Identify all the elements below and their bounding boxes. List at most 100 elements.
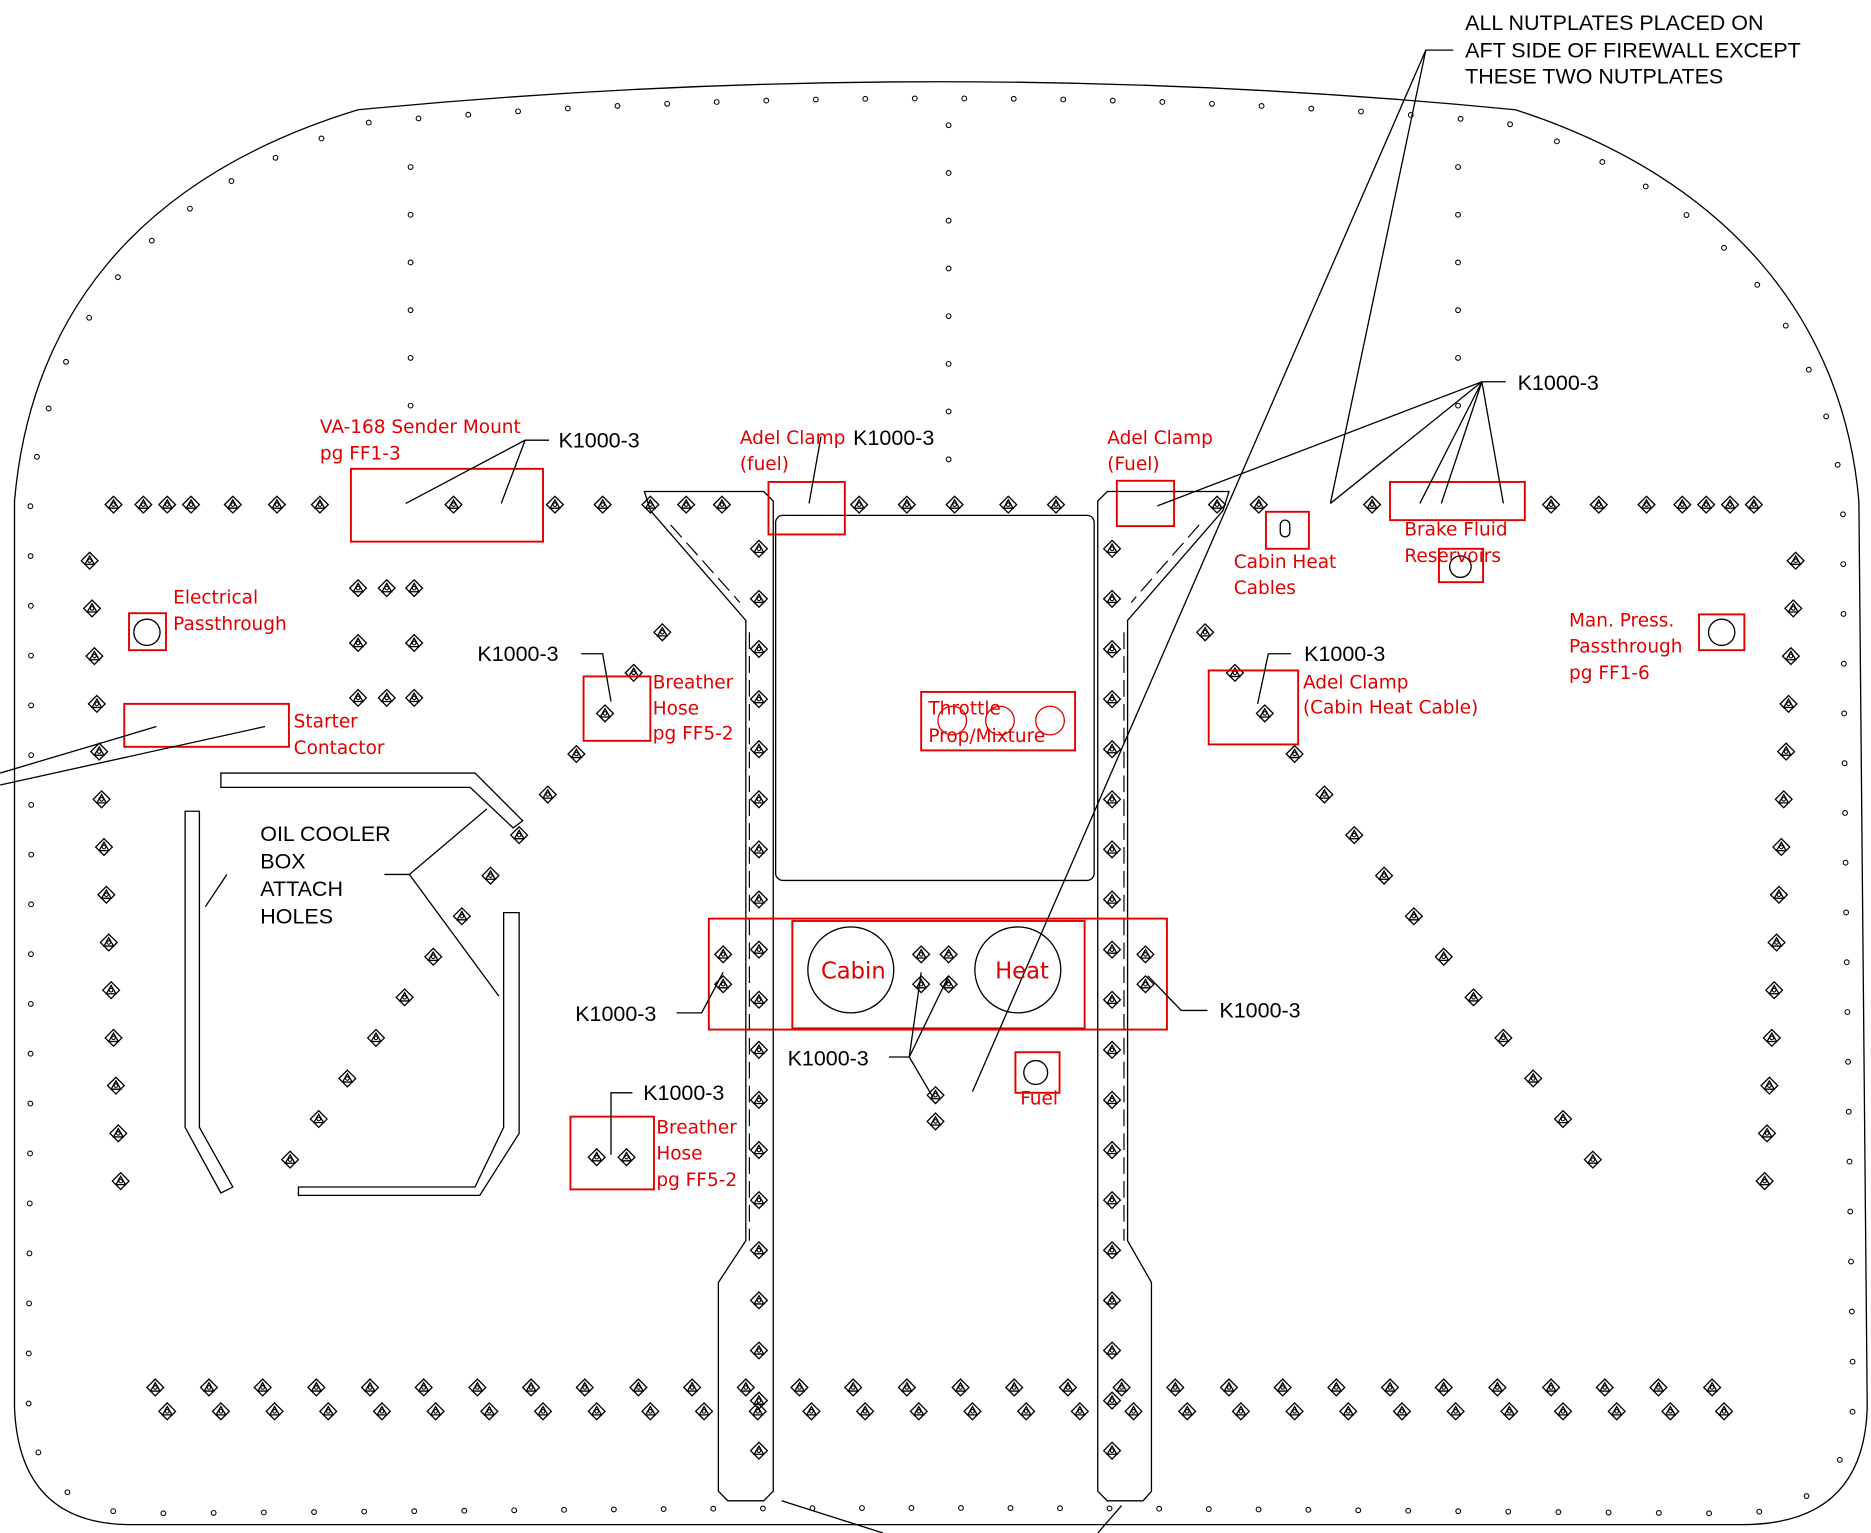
- nutplate-symbol: [1102, 739, 1122, 759]
- rivet-hole: [911, 95, 918, 102]
- nutplate-symbol: [1755, 1171, 1774, 1191]
- rivet-hole: [713, 99, 720, 105]
- adel-fuel-right-1: Adel Clamp: [1107, 428, 1213, 449]
- nutplate-symbol: [1589, 495, 1609, 514]
- rivet-hole: [1769, 1035, 1775, 1041]
- rivet-hole: [230, 502, 236, 507]
- rivet-hole: [945, 313, 952, 320]
- rivet-hole: [274, 502, 280, 507]
- nutplate-symbol: [1776, 742, 1796, 761]
- rivet-hole: [1668, 1408, 1673, 1414]
- nutplate-symbol: [348, 688, 368, 708]
- nutplate-symbol: [712, 495, 732, 514]
- rivet-hole: [636, 1385, 641, 1390]
- nutplate-symbol: [1541, 495, 1561, 514]
- rivet-hole: [1109, 897, 1115, 902]
- nutplate-symbol: [1500, 1402, 1519, 1421]
- rivet-hole: [311, 1509, 317, 1515]
- rivet-hole: [1057, 1505, 1063, 1512]
- rivet-hole: [574, 751, 579, 757]
- rivet-hole: [945, 122, 952, 129]
- nutplate-symbol: [676, 495, 696, 514]
- nutplate-symbol: [1446, 1402, 1465, 1421]
- rivet-hole: [218, 1408, 224, 1414]
- nutplate-symbol: [963, 1402, 982, 1421]
- nutplate-symbol: [749, 940, 769, 959]
- rivet-hole: [99, 796, 104, 802]
- nutplate-symbol: [736, 1378, 756, 1397]
- va168-label-2: pg FF1-3: [320, 443, 401, 464]
- rivet-hole: [1065, 1385, 1071, 1390]
- nutplate-symbol: [855, 1402, 875, 1421]
- rivet-hole: [1209, 100, 1215, 107]
- rivet-hole: [459, 913, 465, 919]
- rivet-hole: [1232, 670, 1238, 676]
- rivet-hole: [614, 103, 621, 109]
- nutplate-symbol: [1374, 866, 1394, 885]
- nutplate-symbol: [926, 1112, 945, 1131]
- rivet-hole: [1109, 1298, 1115, 1303]
- nutplate-symbol: [94, 837, 114, 857]
- nutplate-symbol: [951, 1378, 970, 1397]
- nutplate-symbol: [1102, 639, 1122, 659]
- nutplate-symbol: [1541, 1378, 1561, 1397]
- rivet-hole: [631, 670, 636, 676]
- rivet-hole: [26, 1300, 33, 1307]
- rivet-hole: [355, 585, 361, 591]
- rivet-hole: [106, 940, 112, 945]
- rivet-hole: [1836, 1456, 1843, 1463]
- nutplate-symbol: [1102, 1090, 1122, 1110]
- rivet-hole: [206, 1385, 212, 1390]
- rivet-hole: [316, 1116, 322, 1122]
- nutplate-symbol: [1607, 1402, 1626, 1421]
- rivet-hole: [28, 801, 35, 808]
- adel-fuel-right-2: (Fuel): [1107, 454, 1159, 475]
- nutplate-symbol: [92, 790, 111, 809]
- nutplate-symbol: [1553, 1402, 1573, 1421]
- nutplate-symbol: [849, 495, 869, 514]
- rivet-hole: [952, 502, 957, 507]
- rivet-hole: [561, 1506, 567, 1513]
- rivet-hole: [1345, 1408, 1351, 1414]
- nutplate-symbol: [911, 945, 931, 964]
- nutplate-symbol: [1102, 840, 1122, 859]
- adel-cabin-heat-2: (Cabin Heat Cable): [1303, 697, 1478, 718]
- rivet-hole: [1351, 832, 1357, 838]
- rivet-hole: [415, 115, 422, 122]
- nutplate-symbol: [1714, 1402, 1734, 1421]
- nutplate-symbol: [1070, 1402, 1090, 1421]
- rivet-hole: [945, 360, 952, 367]
- nutplate-symbol: [587, 1402, 606, 1421]
- rivet-hole: [701, 1408, 707, 1414]
- rivet-hole: [610, 1506, 617, 1513]
- rivet-hole: [683, 502, 689, 507]
- rivet-hole: [759, 1505, 766, 1512]
- nutplate-symbol: [843, 1378, 863, 1397]
- rivet-hole: [430, 954, 436, 960]
- brake-fluid-1: Brake Fluid: [1404, 520, 1507, 541]
- rivet-hole: [945, 456, 952, 463]
- rivet-hole: [1548, 1385, 1554, 1390]
- rivet-hole: [756, 1247, 762, 1253]
- nutplate-symbol: [749, 1441, 769, 1460]
- rivet-hole: [1849, 1358, 1856, 1365]
- nutplate-symbol: [426, 1402, 445, 1421]
- rivet-hole: [1840, 511, 1846, 518]
- rivet-hole: [87, 558, 92, 564]
- breather-lower-1: Breather: [656, 1117, 737, 1138]
- rivet-hole: [1143, 952, 1148, 957]
- rivet-hole: [1205, 1506, 1212, 1512]
- rivet-hole: [1781, 796, 1787, 802]
- nutplate-symbol: [897, 1378, 917, 1397]
- nutplate-symbol: [310, 495, 330, 514]
- rivet-hole: [743, 1385, 749, 1390]
- callout-k1000-cabin-heat: K1000-3: [1304, 642, 1385, 666]
- rivet-hole: [1457, 115, 1464, 122]
- rivet-hole: [1721, 1408, 1727, 1414]
- nutplate-symbol: [1595, 1378, 1615, 1397]
- left-channel-dash: [670, 524, 750, 1241]
- rivet-hole: [1226, 1385, 1232, 1390]
- rivet-hole: [689, 1385, 695, 1390]
- rivet-hole: [1764, 1131, 1770, 1136]
